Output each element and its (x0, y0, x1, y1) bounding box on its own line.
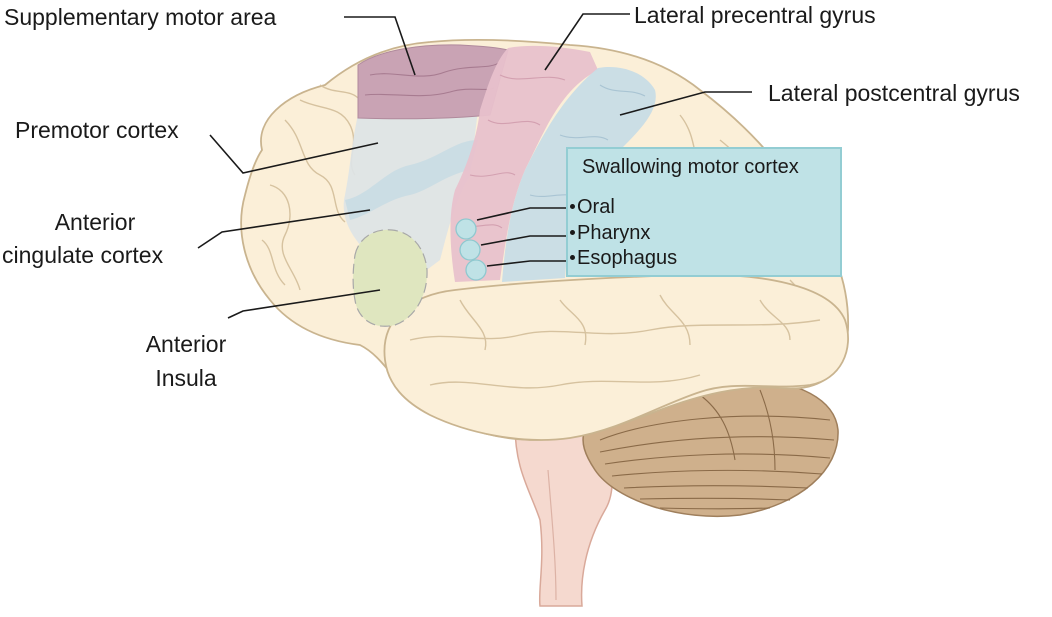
leader-cingulate (197, 209, 371, 249)
swallowing-item-label: Pharynx (577, 222, 651, 244)
label-lateral-postcentral-gyrus: Lateral postcentral gyrus (768, 80, 1020, 106)
swallowing-box-title: Swallowing motor cortex (582, 156, 799, 178)
label-anterior-cingulate-line2: cingulate cortex (2, 242, 164, 268)
label-anterior-insula-line1: Anterior (145, 331, 227, 357)
label-anterior-insula-line2: Insula (155, 365, 217, 391)
bullet-icon (570, 230, 575, 236)
leader-postcentral (619, 91, 752, 116)
leader-oral (476, 207, 568, 221)
leader-esophagus (486, 260, 568, 267)
sma-region (357, 44, 509, 120)
leader-insula (227, 289, 381, 319)
anterior-insula-region (352, 229, 428, 327)
pharynx-marker (459, 239, 481, 261)
label-anterior-cingulate-line1: Anterior (54, 209, 136, 235)
swallowing-item-label: Esophagus (577, 247, 678, 269)
precentral-gyrus-region (450, 45, 598, 283)
bullet-icon (570, 255, 575, 261)
swallowing-item-pharynx: Pharynx (570, 221, 650, 245)
label-supplementary-motor-area: Supplementary motor area (4, 4, 277, 30)
esophagus-marker (465, 259, 487, 281)
swallowing-motor-cortex-box: Swallowing motor cortex Oral Pharynx Eso… (566, 147, 842, 277)
leader-premotor (209, 134, 379, 174)
label-lateral-precentral-gyrus: Lateral precentral gyrus (634, 2, 876, 28)
leader-pharynx (480, 235, 568, 246)
temporal-lobe (383, 273, 849, 441)
swallowing-item-label: Oral (577, 196, 615, 218)
bullet-icon (570, 204, 575, 210)
swallowing-item-oral: Oral (570, 195, 615, 219)
swallowing-item-esophagus: Esophagus (570, 246, 677, 270)
leader-sma (344, 16, 416, 76)
leader-precentral (544, 13, 630, 71)
oral-marker (455, 218, 477, 240)
label-premotor-cortex: Premotor cortex (15, 117, 179, 143)
